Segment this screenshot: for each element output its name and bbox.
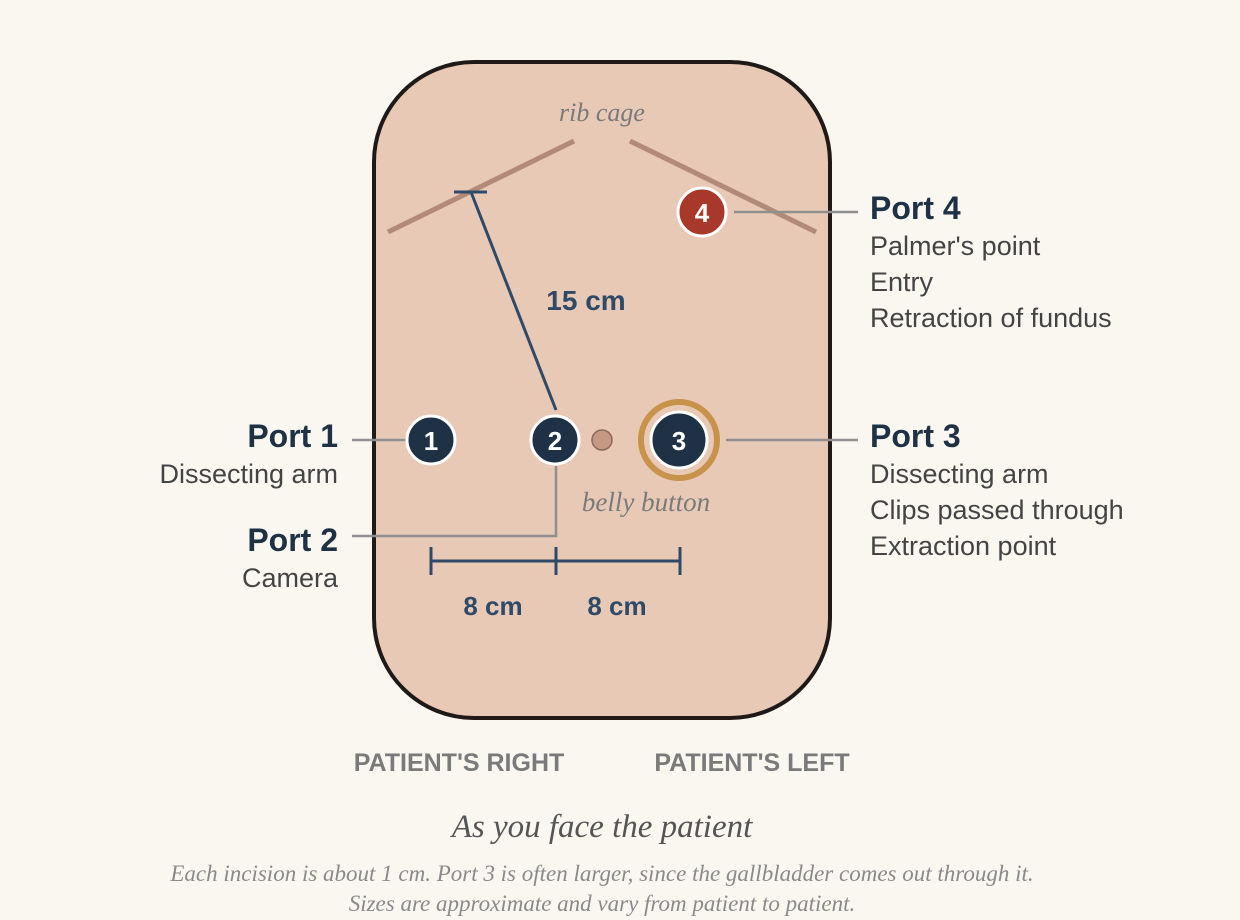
port-3-detail-3: Extraction point	[870, 531, 1057, 561]
port2-leader	[352, 466, 558, 538]
patient-left-label: PATIENT'S LEFT	[654, 749, 849, 777]
port-4-title: Port 4	[870, 190, 961, 226]
port-3-number: 3	[672, 426, 686, 456]
port-4-number: 4	[695, 198, 710, 228]
port-1-number: 1	[424, 426, 438, 456]
rib-cage-left-line	[386, 138, 576, 235]
left-span-label: 8 cm	[463, 591, 522, 621]
belly-button-label: belly button	[582, 487, 710, 517]
port-2-detail-1: Camera	[242, 563, 339, 593]
port-4-detail-3: Retraction of fundus	[870, 303, 1112, 333]
rib-cage-right-line	[628, 138, 818, 235]
port-4-detail-2: Entry	[870, 267, 934, 297]
port-3-marker: 3	[638, 399, 720, 481]
diagonal-measure-line	[469, 191, 558, 411]
port-4-marker: 4	[676, 186, 728, 238]
port-1-title: Port 1	[247, 418, 338, 454]
diagonal-measure-label: 15 cm	[546, 285, 625, 316]
rib-cage-label: rib cage	[559, 98, 645, 127]
caption-line-2: Sizes are approximate and vary from pati…	[349, 891, 856, 916]
port-3-title: Port 3	[870, 418, 961, 454]
port-3-detail-2: Clips passed through	[870, 495, 1124, 525]
port-1-marker: 1	[405, 414, 457, 466]
port-2-title: Port 2	[247, 522, 338, 558]
port-1-detail-1: Dissecting arm	[159, 459, 338, 489]
patient-right-label: PATIENT'S RIGHT	[354, 749, 565, 777]
right-span-label: 8 cm	[587, 591, 646, 621]
caption-title: As you face the patient	[450, 809, 753, 845]
belly-button	[591, 429, 613, 451]
port-2-number: 2	[548, 426, 562, 456]
port-3-detail-1: Dissecting arm	[870, 459, 1049, 489]
caption-line-1: Each incision is about 1 cm. Port 3 is o…	[169, 861, 1033, 886]
port-4-detail-1: Palmer's point	[870, 231, 1041, 261]
port-2-marker: 2	[529, 414, 581, 466]
